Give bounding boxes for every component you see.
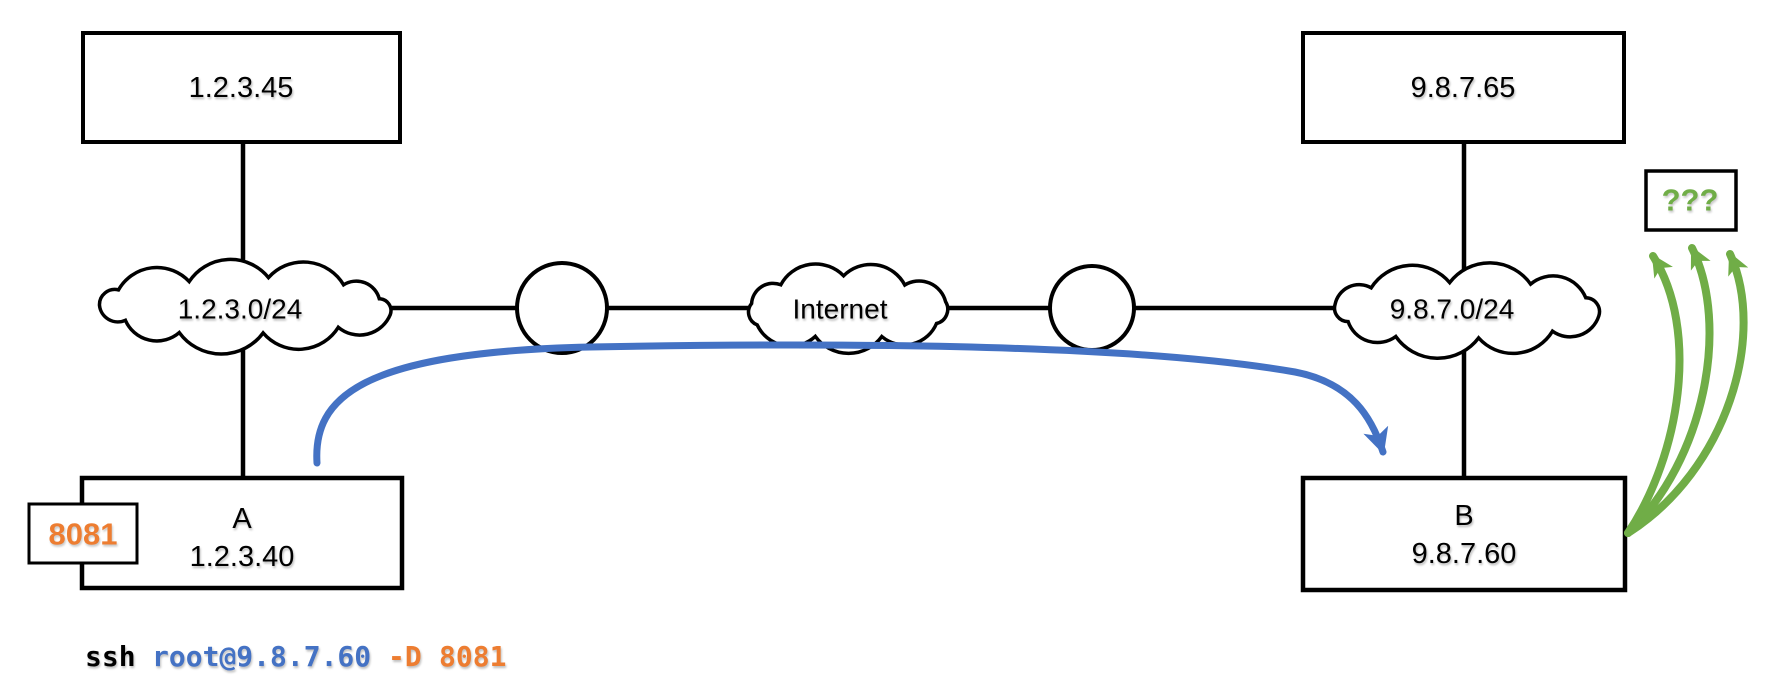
router-circle-right	[1048, 264, 1136, 352]
command-program: ssh	[85, 640, 136, 673]
lan-a-peer-label: 1.2.3.45	[189, 72, 294, 104]
port-8081-badge	[27, 502, 139, 565]
command-port: 8081	[439, 640, 506, 673]
host-b-name-label: B	[1454, 500, 1473, 532]
port-8081-label: 8081	[49, 517, 118, 552]
unknown-destination-label: ???	[1662, 183, 1719, 218]
lan-a-network-label: 1.2.3.0/24	[178, 294, 303, 325]
proxied-traffic-arrow-2	[1624, 244, 1714, 537]
internet-label: Internet	[793, 294, 888, 325]
cloud-lan-a	[97, 257, 393, 356]
proxied-traffic-arrow-3	[1624, 250, 1749, 537]
unknown-destination-box	[1644, 169, 1738, 232]
host-b-ip-label: 9.8.7.60	[1412, 538, 1517, 570]
cloud-internet	[746, 262, 950, 356]
lan-b-peer-label: 9.8.7.65	[1411, 72, 1516, 104]
ssh-command: ssh root@9.8.7.60 -D 8081	[85, 640, 506, 673]
proxied-traffic-arrow-1	[1624, 252, 1684, 537]
host-box-lan-b-peer	[1301, 31, 1626, 144]
host-box-lan-a-peer	[81, 31, 402, 144]
command-target: root@9.8.7.60	[152, 640, 371, 673]
lan-b-network-label: 9.8.7.0/24	[1390, 294, 1515, 325]
command-flag: -D	[388, 640, 422, 673]
host-box-b	[1300, 475, 1628, 593]
ssh-tunnel-arrow	[313, 341, 1389, 467]
cloud-lan-b	[1332, 261, 1602, 360]
host-a-name-label: A	[232, 503, 252, 535]
host-a-ip-label: 1.2.3.40	[190, 541, 295, 573]
router-circle-left	[515, 261, 609, 355]
